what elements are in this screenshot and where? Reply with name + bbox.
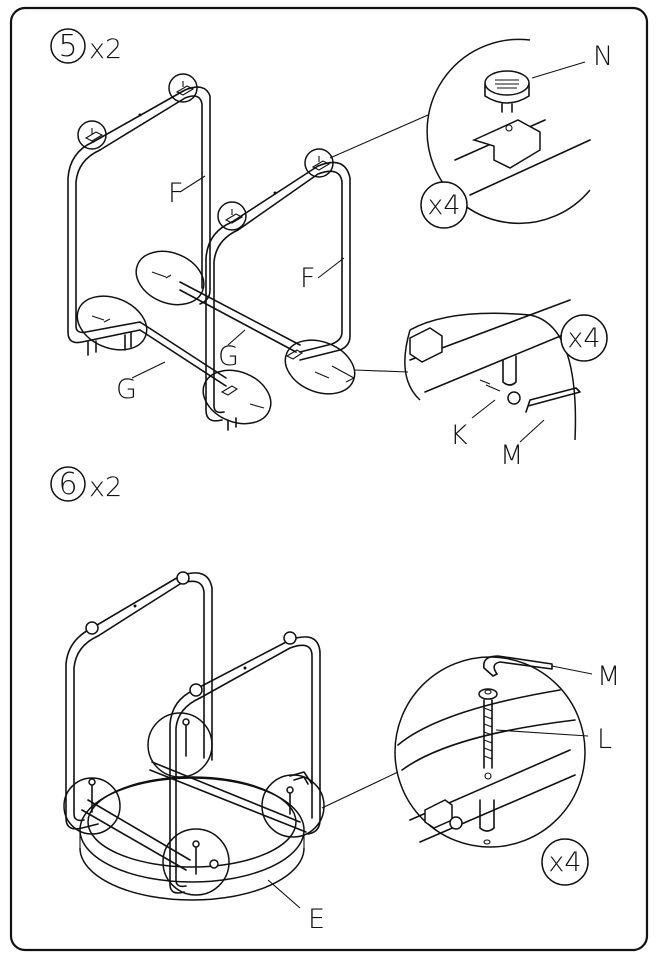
step-6-quantity: x2 (89, 472, 122, 503)
step-6-frames (65, 571, 321, 894)
label-allen-key-bottom: M (597, 661, 620, 692)
label-rail-front: G (116, 374, 137, 405)
rails-g (124, 281, 301, 387)
hardware-callouts (76, 250, 356, 425)
label-seat: E (308, 904, 325, 935)
step-5-header: 5 x2 (50, 28, 122, 65)
foot-count: x4 (427, 190, 460, 221)
detail-foot-n: N x4 (329, 38, 613, 229)
step-5-number-circle (50, 28, 86, 64)
label-bolt-long: L (597, 724, 612, 755)
label-frame-right: F (300, 263, 316, 294)
bolt-short-count: x4 (567, 323, 600, 354)
step-5-number: 5 (58, 29, 77, 64)
step-6-bolt-callouts (63, 712, 325, 896)
step-6-header: 6 x2 (50, 466, 122, 503)
label-frame-left: F (168, 178, 184, 209)
step-6-number-circle (50, 466, 86, 502)
label-allen-key-top: M (500, 440, 523, 471)
step-6-number: 6 (58, 467, 77, 502)
page-border (9, 6, 649, 952)
label-foot: N (593, 41, 613, 72)
label-bolt-short: K (450, 420, 468, 451)
step-5-labels: F F G G (116, 175, 345, 405)
label-rail-back: G (218, 341, 239, 372)
detail-circle-l (394, 656, 586, 848)
seat-e: E (79, 776, 325, 935)
step-5-quantity: x2 (89, 34, 122, 65)
detail-bolt-k: K M x4 (354, 299, 608, 471)
frame-right (205, 148, 351, 431)
detail-bolt-l: M L x4 (321, 655, 620, 886)
bolt-long-count: x4 (548, 847, 581, 878)
